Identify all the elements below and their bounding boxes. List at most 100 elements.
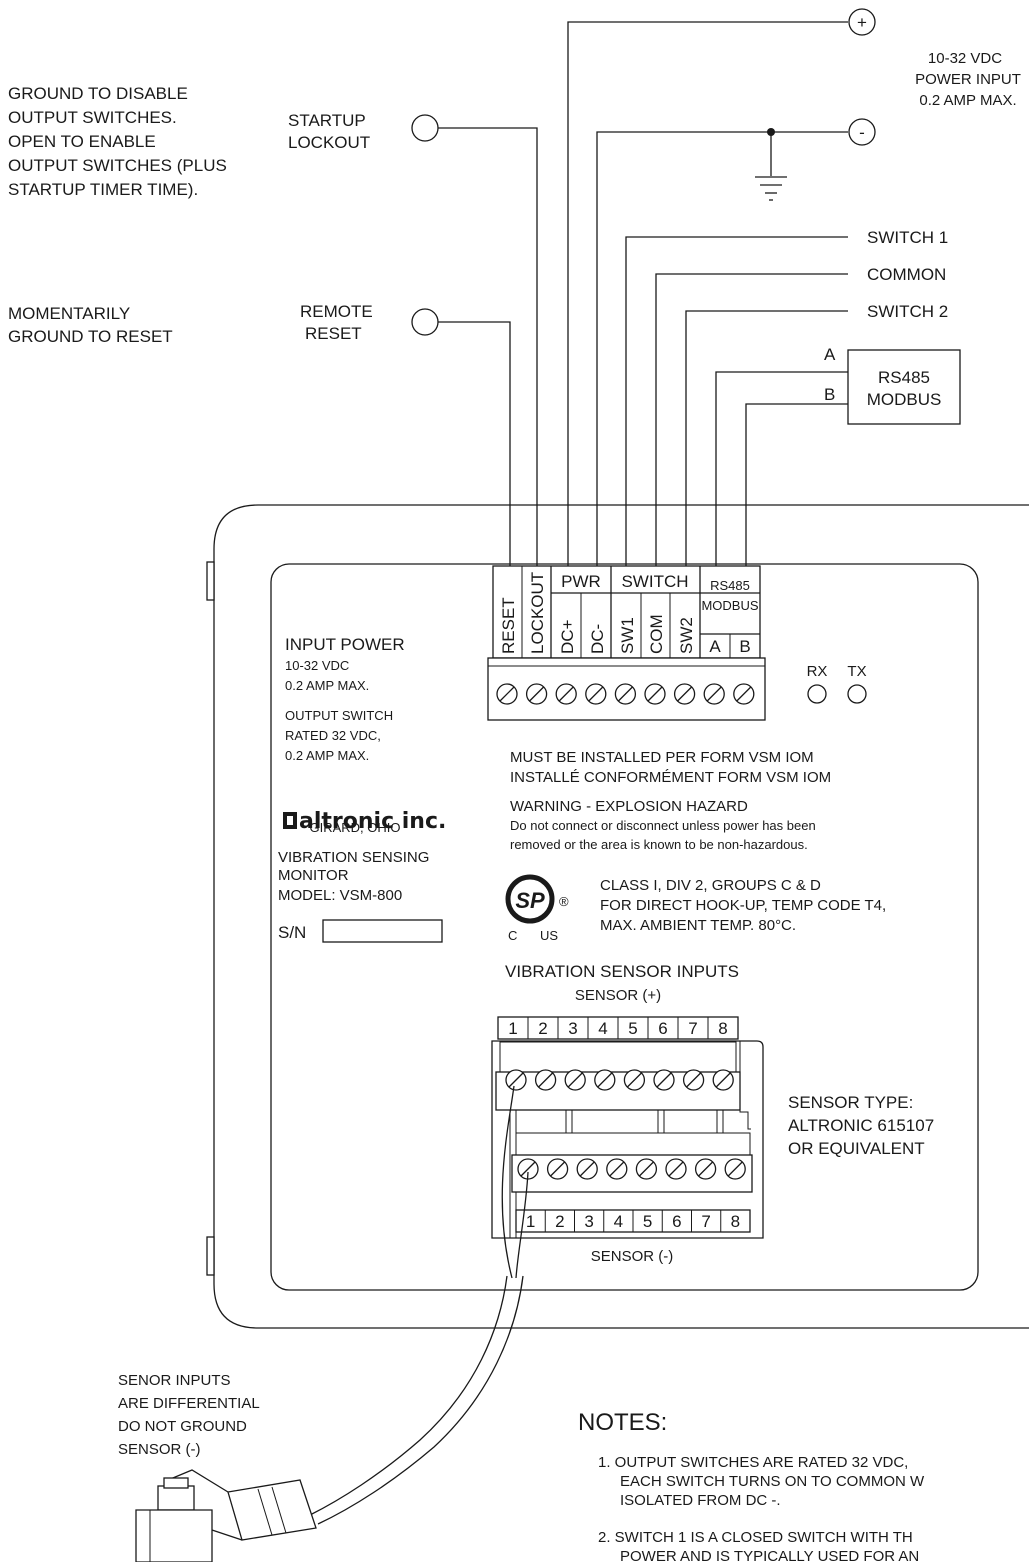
startup-lockout-terminal [411,114,439,142]
com-wire [655,273,848,568]
sensor-channel-number: 4 [598,1019,607,1038]
output-switch-line: 0.2 AMP MAX. [285,748,369,763]
screw-slot [588,686,604,702]
dc-minus-term-label: DC- [588,624,607,654]
dc-plus-wire [567,21,848,568]
sensor-cable [309,1085,529,1525]
b-term-label: B [739,637,750,656]
input-power-title: INPUT POWER [285,635,405,654]
install-line: INSTALLÉ CONFORMÉMENT FORM VSM IOM [510,769,831,786]
csa-certification-mark: SP ® C US [505,874,569,943]
install-line: MUST BE INSTALLED PER FORM VSM IOM [510,749,814,766]
rx-label: RX [807,663,828,680]
class-line: FOR DIRECT HOOK-UP, TEMP CODE T4, [600,897,886,914]
sensor-lead-minus [515,1171,529,1279]
sensor-channel-number: 1 [526,1212,535,1231]
sensor-type-line: SENSOR TYPE: [788,1093,913,1112]
csa-ring [505,874,555,924]
tx-label: TX [847,663,866,680]
lockout-note-line: STARTUP TIMER TIME). [8,180,198,199]
modbus-a-label: A [824,345,836,364]
screw-slot [647,686,663,702]
csa-us: US [540,928,558,943]
sensor-type-line: OR EQUIVALENT [788,1139,925,1158]
notes-title: NOTES: [578,1409,667,1436]
modbus-a-wire [715,371,848,568]
sensor-plus-rail [499,1041,737,1073]
screw-slot [508,1072,524,1088]
warning-line: Do not connect or disconnect unless powe… [510,818,816,833]
product-line: VIBRATION SENSING [278,849,429,866]
reset-note-line: MOMENTARILY [8,304,130,323]
screw-slot [499,686,515,702]
power-minus-terminal [848,118,876,146]
power-minus-symbol: - [859,123,865,142]
sensor-block-outline [491,1040,764,1239]
output-switch-line: RATED 32 VDC, [285,728,381,743]
sensor-channel-number: 6 [672,1212,681,1231]
ground-symbol [755,128,787,201]
class-line: CLASS I, DIV 2, GROUPS C & D [600,877,821,894]
screw-slot [677,686,693,702]
connector-body [227,1479,317,1541]
sensor-channel-number: 7 [701,1212,710,1231]
sensor-plus-screws [505,1069,734,1091]
startup-lockout-label: LOCKOUT [288,133,370,152]
screw-slot [668,1161,684,1177]
screw-slot [656,1072,672,1088]
screw-slot [706,686,722,702]
screw-slot [686,1072,702,1088]
sensor-channel-number: 8 [718,1019,727,1038]
sensor-note-line: SENOR INPUTS [118,1372,231,1389]
sensor-channel-number: 5 [643,1212,652,1231]
tx-led [847,684,867,704]
reset-term-label: RESET [499,597,518,654]
warning-title: WARNING - EXPLOSION HAZARD [510,798,748,815]
power-label-line: 10-32 VDC [928,50,1002,67]
lockout-note: GROUND TO DISABLE OUTPUT SWITCHES. OPEN … [8,84,227,199]
screw-slot [736,686,752,702]
csa-c: C [508,928,517,943]
remote-reset-label: REMOTE [300,302,373,321]
output-switch-line: OUTPUT SWITCH [285,708,393,723]
screw-slot [538,1072,554,1088]
sensor-type-line: ALTRONIC 615107 [788,1116,934,1135]
sensor-lead-plus [501,1085,515,1279]
sensor-inputs-title: VIBRATION SENSOR INPUTS [505,962,739,981]
remote-reset-label: RESET [305,324,362,343]
warning-line: removed or the area is known to be non-h… [510,837,808,852]
class-line: MAX. AMBIENT TEMP. 80°C. [600,917,796,934]
sensor-channel-number: 1 [508,1019,517,1038]
sw2-wire [685,310,848,568]
sensor-plus-label: SENSOR (+) [575,987,661,1004]
vibration-sensor-body [135,1477,213,1562]
switch2-label: SWITCH 2 [867,302,948,321]
screw-slot [558,686,574,702]
wiring-lines [438,21,848,568]
sw2-term-label: SW2 [677,617,696,654]
sw1-wire [625,236,848,568]
cable-jacket [317,1275,524,1525]
sensor-channel-number: 5 [628,1019,637,1038]
screw-slot [579,1161,595,1177]
power-input-label: 10-32 VDC POWER INPUT 0.2 AMP MAX. [915,50,1021,109]
lockout-note-line: GROUND TO DISABLE [8,84,188,103]
sensor-note-line: SENSOR (-) [118,1441,201,1458]
product-line: MODEL: VSM-800 [278,887,402,904]
serial-number-box [322,919,443,943]
product-line: MONITOR [278,867,349,884]
screw-slot [550,1161,566,1177]
serial-label: S/N [278,923,306,942]
cable-jacket [309,1275,508,1516]
screw-slot [715,1072,731,1088]
dc-minus-wire [596,131,848,568]
a-term-label: A [709,637,721,656]
lockout-note-line: OPEN TO ENABLE [8,132,156,151]
note-line: 2. SWITCH 1 IS A CLOSED SWITCH WITH TH [598,1529,913,1546]
common-label: COMMON [867,265,946,284]
sensor-channel-number: 3 [568,1019,577,1038]
switch1-label: SWITCH 1 [867,228,948,247]
power-label-line: POWER INPUT [915,71,1021,88]
